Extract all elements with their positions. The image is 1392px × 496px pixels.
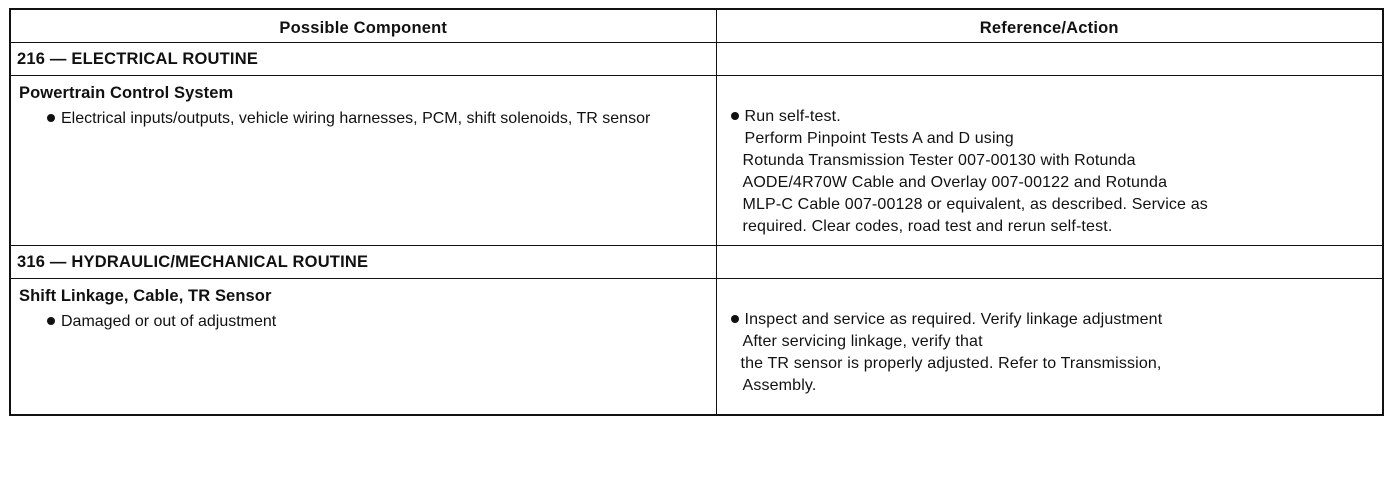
component-row: Shift Linkage, Cable, TR Sensor Damaged … [9,278,1384,415]
action-line: Assembly. [742,377,817,394]
routine-empty-cell [715,245,1384,279]
bullet-icon [47,317,55,325]
action-line: Run self-test. [730,106,1375,128]
bullet-icon [47,114,55,122]
action-line: required. Clear codes, road test and rer… [742,218,1113,235]
header-reference-action: Reference/Action [715,8,1384,43]
action-line: the TR sensor is properly adjusted. Refe… [740,355,1162,372]
routine-row: 316 — HYDRAULIC/MECHANICAL ROUTINE [9,245,1384,279]
action-cell: Inspect and service as required. Verify … [715,278,1384,415]
action-line: Inspect and service as required. Verify … [730,309,1375,331]
header-possible-component: Possible Component [9,8,717,43]
component-detail-item: Electrical inputs/outputs, vehicle wirin… [19,108,708,130]
action-line: AODE/4R70W Cable and Overlay 007-00122 a… [742,174,1168,191]
routine-row: 216 — ELECTRICAL ROUTINE [9,42,1384,76]
routine-empty-cell [715,42,1384,76]
component-detail: Damaged or out of adjustment [61,313,277,330]
component-cell: Powertrain Control System Electrical inp… [9,75,717,246]
bullet-icon [730,112,739,120]
component-cell: Shift Linkage, Cable, TR Sensor Damaged … [9,278,717,415]
routine-title: 316 — HYDRAULIC/MECHANICAL ROUTINE [9,245,717,279]
component-detail-item: Damaged or out of adjustment [19,311,708,333]
bullet-icon [730,315,739,323]
header-row: Possible Component Reference/Action [9,8,1384,43]
component-detail: Electrical inputs/outputs, vehicle wirin… [61,110,651,127]
component-title: Shift Linkage, Cable, TR Sensor [19,287,272,305]
routine-title: 216 — ELECTRICAL ROUTINE [9,42,717,76]
action-line: MLP-C Cable 007-00128 or equivalent, as … [742,196,1208,213]
action-line: Perform Pinpoint Tests A and D using [744,130,1014,147]
action-line: Rotunda Transmission Tester 007-00130 wi… [742,152,1136,169]
diagnostic-table: Possible Component Reference/Action 216 … [9,8,1384,416]
action-cell: Run self-test. Perform Pinpoint Tests A … [715,75,1384,246]
component-title: Powertrain Control System [19,84,234,102]
action-line: After servicing linkage, verify that [742,333,983,350]
component-row: Powertrain Control System Electrical inp… [9,75,1384,246]
